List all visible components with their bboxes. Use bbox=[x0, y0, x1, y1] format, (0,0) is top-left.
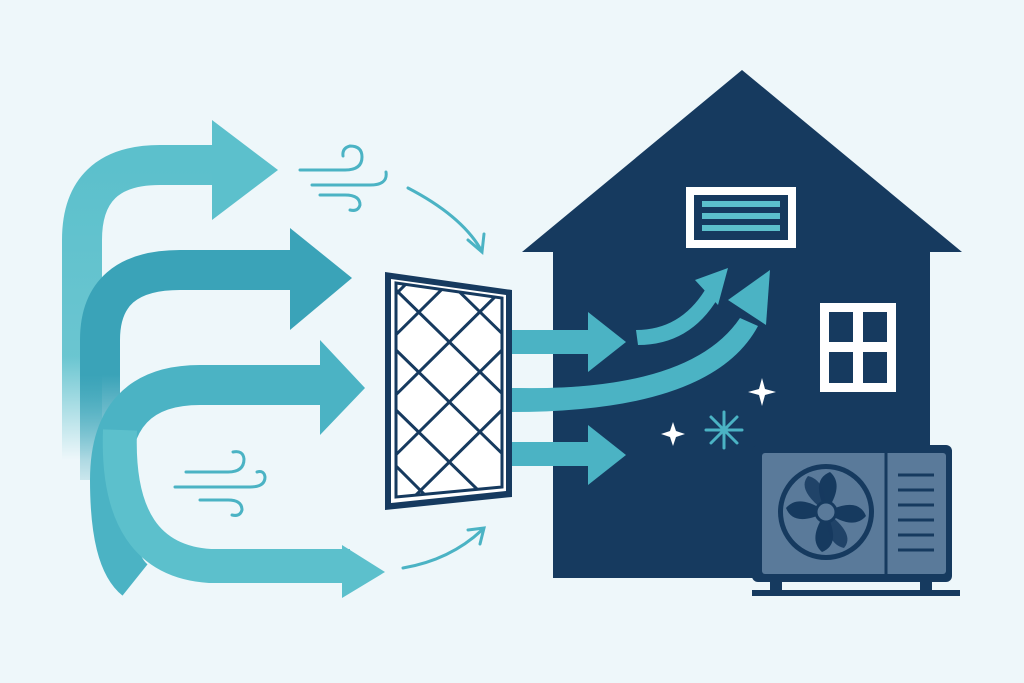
airflow-arrow-icon bbox=[401, 186, 486, 570]
wind-gust-icon bbox=[298, 144, 388, 212]
airflow-arrow-icon bbox=[62, 120, 385, 598]
sparkle-icon bbox=[661, 378, 776, 446]
sparkle-icon bbox=[704, 410, 744, 450]
wind-gust-icon bbox=[173, 450, 267, 517]
air-vent-icon bbox=[686, 187, 796, 248]
fan-icon bbox=[778, 464, 874, 560]
heat-pump-unit-icon bbox=[752, 445, 960, 596]
window-icon bbox=[820, 303, 896, 392]
airflow-arrow-icon bbox=[512, 268, 770, 485]
air-filter-icon bbox=[385, 272, 512, 510]
